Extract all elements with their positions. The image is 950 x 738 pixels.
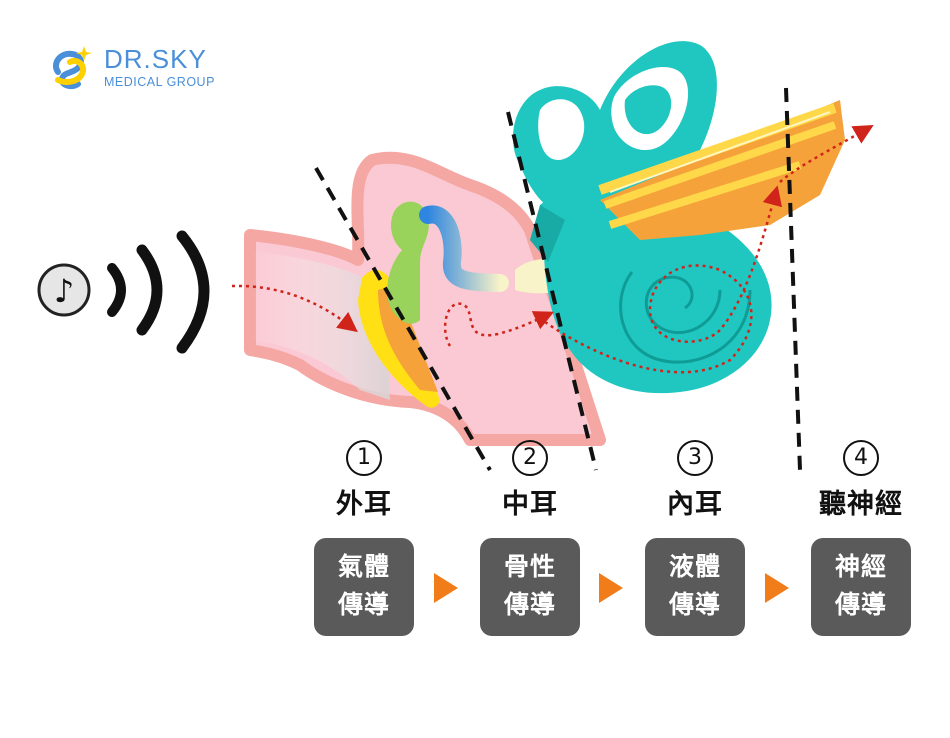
- brand-logo: DR.SKY MEDICAL GROUP: [48, 40, 248, 100]
- conduction-line2: 傳導: [337, 590, 390, 619]
- conduction-box: 骨性 傳導: [480, 538, 580, 636]
- music-note-icon: ♪: [37, 263, 91, 317]
- flow-arrow-icon: [599, 573, 623, 603]
- stage-number: 2: [512, 440, 548, 476]
- stage-middle-ear: 2 中耳 骨性 傳導: [475, 440, 585, 636]
- stage-name: 內耳: [667, 489, 723, 520]
- stage-name: 中耳: [502, 489, 558, 520]
- auditory-nerve: [598, 100, 845, 240]
- brand-tagline: MEDICAL GROUP: [104, 75, 215, 89]
- conduction-line2: 傳導: [668, 590, 721, 619]
- brand-name: DR.SKY: [104, 44, 207, 74]
- stage-outer-ear: 1 外耳 氣體 傳導: [309, 440, 419, 636]
- ear-canal: [244, 151, 606, 446]
- conduction-line1: 液體: [668, 552, 721, 581]
- stage-auditory-nerve: 4 聽神經 神經 傳導: [806, 440, 916, 636]
- stage-name: 外耳: [336, 489, 392, 520]
- sound-wave-icon: [107, 230, 210, 354]
- conduction-line2: 傳導: [503, 590, 556, 619]
- conduction-line1: 神經: [834, 552, 887, 581]
- flow-arrow-icon: [434, 573, 458, 603]
- conduction-box: 氣體 傳導: [314, 538, 414, 636]
- conduction-box: 液體 傳導: [645, 538, 745, 636]
- conduction-line2: 傳導: [834, 590, 887, 619]
- conduction-box: 神經 傳導: [811, 538, 911, 636]
- eardrum: [358, 269, 440, 408]
- stage-number: 3: [677, 440, 713, 476]
- conduction-line1: 氣體: [337, 552, 390, 581]
- stage-inner-ear: 3 內耳 液體 傳導: [640, 440, 750, 636]
- stage-number: 1: [346, 440, 382, 476]
- stage-number: 4: [843, 440, 879, 476]
- logo-icon: [52, 46, 92, 90]
- signal-path: [231, 125, 874, 374]
- svg-text:♪: ♪: [54, 272, 74, 310]
- flow-arrow-icon: [765, 573, 789, 603]
- stage-name: 聽神經: [819, 489, 903, 520]
- conduction-line1: 骨性: [503, 552, 556, 581]
- section-dividers: [314, 87, 802, 471]
